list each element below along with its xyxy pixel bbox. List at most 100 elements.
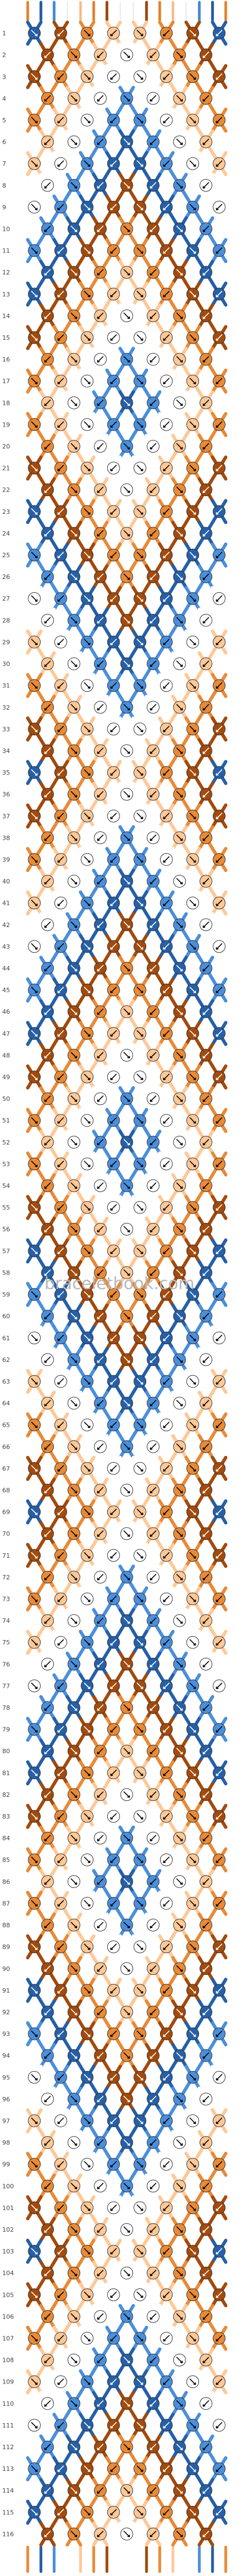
knot <box>92 1390 109 1416</box>
knot <box>39 1304 56 1329</box>
row-number: 23 <box>2 508 10 516</box>
knot <box>118 1130 135 1155</box>
knot <box>145 216 162 242</box>
knot <box>66 1913 82 1938</box>
knot <box>184 21 201 46</box>
knot <box>145 607 162 633</box>
knot <box>171 2260 188 2286</box>
knot <box>92 1869 109 1894</box>
knot <box>158 760 175 785</box>
row-number: 115 <box>2 2509 14 2516</box>
knot <box>105 2325 122 2351</box>
knot <box>92 42 109 68</box>
knot <box>158 107 175 133</box>
knot <box>118 1086 135 1112</box>
knot <box>197 2478 215 2503</box>
knot <box>105 2412 122 2438</box>
knot <box>66 564 82 589</box>
knot <box>105 760 122 785</box>
knot <box>211 194 228 220</box>
knot <box>145 1782 162 1807</box>
knot <box>26 1804 43 1829</box>
knot <box>26 1629 43 1655</box>
knot <box>39 2260 56 2286</box>
row-number: 8 <box>2 182 6 189</box>
knot <box>145 1130 162 1155</box>
knot <box>131 1673 148 1698</box>
row-number: 82 <box>2 1791 10 1799</box>
knot <box>184 1412 201 1438</box>
knot <box>92 346 109 372</box>
knot <box>78 1238 96 1264</box>
knot <box>39 2347 56 2373</box>
knot <box>184 846 201 873</box>
knot <box>52 368 69 394</box>
knot <box>26 2369 43 2395</box>
knot <box>158 890 175 916</box>
knot <box>131 2412 148 2438</box>
knot <box>171 86 188 111</box>
knot <box>158 673 175 699</box>
knot <box>197 1869 215 1894</box>
knot <box>211 1804 228 1829</box>
knot <box>39 2391 56 2416</box>
knot <box>118 2521 135 2547</box>
knot <box>52 238 69 264</box>
knot <box>52 1238 69 1264</box>
knot <box>158 2456 175 2481</box>
knot <box>171 1956 188 1981</box>
knot <box>197 1825 215 1851</box>
knot <box>78 760 96 785</box>
knot <box>52 2195 69 2221</box>
row-number: 89 <box>2 1944 10 1951</box>
knot <box>39 738 56 764</box>
knot <box>171 1521 188 1547</box>
row-number: 37 <box>2 813 10 820</box>
row-number: 15 <box>2 334 10 341</box>
knot <box>211 1890 228 1916</box>
knot <box>171 564 188 589</box>
row-number: 61 <box>2 1335 10 1342</box>
row-number: 7 <box>2 160 6 167</box>
knot <box>66 216 82 242</box>
knot <box>145 1173 162 1198</box>
knot <box>118 42 135 68</box>
knot <box>197 1477 215 1503</box>
knot <box>184 760 201 785</box>
knot <box>39 825 56 850</box>
watermark: braceletbook.com <box>44 1274 195 1294</box>
knot <box>131 1412 148 1438</box>
knot <box>118 1521 135 1547</box>
knot <box>92 1913 109 1938</box>
knot <box>171 825 188 850</box>
knot <box>211 2152 228 2177</box>
knot <box>184 1238 201 1264</box>
knot <box>118 1173 135 1198</box>
knot <box>211 629 228 655</box>
knot <box>118 2173 135 2199</box>
knot <box>105 2238 122 2264</box>
knot <box>118 999 135 1024</box>
knot <box>118 1651 135 1677</box>
knot <box>118 521 135 546</box>
knot <box>39 1738 56 1764</box>
knot <box>158 2282 175 2307</box>
knot <box>39 564 56 589</box>
knot <box>184 1455 201 1481</box>
knot <box>92 303 109 329</box>
knot <box>52 1890 69 1916</box>
knot <box>118 2260 135 2286</box>
knot <box>105 542 122 568</box>
knot <box>131 2456 148 2481</box>
knot <box>171 2173 188 2199</box>
knot <box>105 1021 122 1046</box>
knot <box>197 477 215 503</box>
knot <box>66 2173 82 2199</box>
knot <box>105 2108 122 2134</box>
knot <box>26 1499 43 1525</box>
row-number: 92 <box>2 2009 10 2016</box>
knot <box>197 1521 215 1547</box>
knot <box>39 651 56 677</box>
row-number: 58 <box>2 1269 10 1276</box>
